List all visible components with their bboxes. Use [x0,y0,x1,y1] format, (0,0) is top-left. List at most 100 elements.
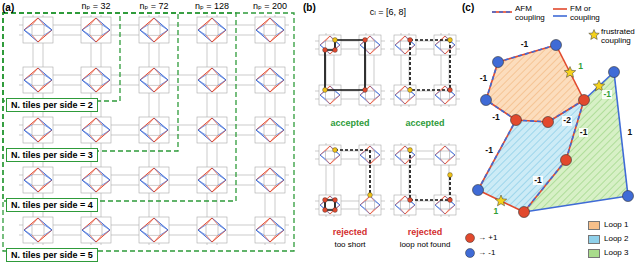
coupler [212,118,226,130]
coupler [212,180,226,192]
annotation: nₚ = 72 [139,2,168,12]
tile-core [401,91,410,99]
coupler [270,118,284,130]
box-label: N. tiles per side = 2 [11,100,93,110]
coupler [96,68,110,80]
coupler [90,18,96,25]
grid-lines [315,143,385,217]
coupler [38,180,52,192]
legend-label: FM or coupling [570,5,603,23]
coupler [160,125,168,130]
coupler [82,80,96,92]
coupler [24,30,32,35]
chimera-tile [319,195,341,215]
panel-letter: (c) [462,2,474,13]
grid-lines [390,33,460,107]
coupler [24,130,38,142]
coupler [24,168,38,180]
coupler [140,25,148,30]
coupler [82,30,96,42]
coupler [160,180,168,185]
coupler [38,130,52,142]
coupler [38,218,52,230]
coupler [44,30,52,35]
coupler [435,155,441,159]
grid-lines [390,143,460,217]
coupler [38,185,44,192]
tile-count-box: N. tiles per side = 4 [6,198,98,212]
coupler [90,135,96,142]
coupler [330,95,340,104]
coupler [264,85,270,92]
coupler [395,41,401,45]
coupler [24,225,32,230]
coupler [441,209,445,214]
coupler [270,218,284,230]
coupler [154,18,160,25]
coupler [212,135,218,142]
coupler [435,95,441,99]
tile-core [90,75,102,85]
coupler [96,18,110,30]
tile-core [401,201,410,209]
coupler [395,91,401,95]
coupler [395,155,405,164]
coupler [449,151,455,155]
coupler [154,118,160,125]
coupler [264,118,270,125]
coupler [96,168,102,175]
legend-label: Loop 2 [604,235,628,244]
coupler [276,180,284,185]
coupler [198,168,212,180]
coupler [140,230,154,242]
chimera-tile [359,35,381,55]
coupler [270,135,276,142]
coupler [148,135,154,142]
coupler [276,130,284,135]
coupler [32,168,38,175]
coupler [82,30,90,35]
coupler [405,209,409,214]
tile-core [264,125,276,135]
coupler [218,125,226,130]
coupler [140,118,154,130]
coupler [212,185,218,192]
coupler [264,135,270,142]
coupling-weight: -1 [484,146,494,155]
spin-node [543,117,554,128]
coupler [82,118,96,130]
spin-down-dot [466,249,475,258]
chimera-tile [255,217,285,243]
coupler [256,18,270,30]
spin-node [493,57,504,68]
chimera-tile [319,145,341,165]
coupler [154,68,168,80]
coupler [276,230,284,235]
tile-frame [255,217,285,243]
coupler [218,225,226,230]
coupler [270,235,276,242]
coupler [206,235,212,242]
coupler [212,68,218,75]
coupler [154,218,160,225]
coupler [395,86,405,95]
frustration-star [589,30,599,40]
coupler [395,196,405,205]
chimera-tile [255,17,285,43]
tile-core [401,151,410,159]
coupler [206,18,212,25]
coupler [198,30,206,35]
coupler [405,205,415,214]
afm-coupling [524,160,566,212]
spin-dot [333,208,338,213]
coupler [212,68,226,80]
spin-dot [368,193,373,198]
chimera-tile [434,85,456,105]
tile-count-box: N. tiles per side = 3 [6,148,98,162]
coupler [24,180,38,192]
coupler [320,151,326,155]
coupler [206,118,212,125]
coupler [395,45,405,54]
spin-node [551,40,562,51]
fm-coupling [584,72,614,100]
